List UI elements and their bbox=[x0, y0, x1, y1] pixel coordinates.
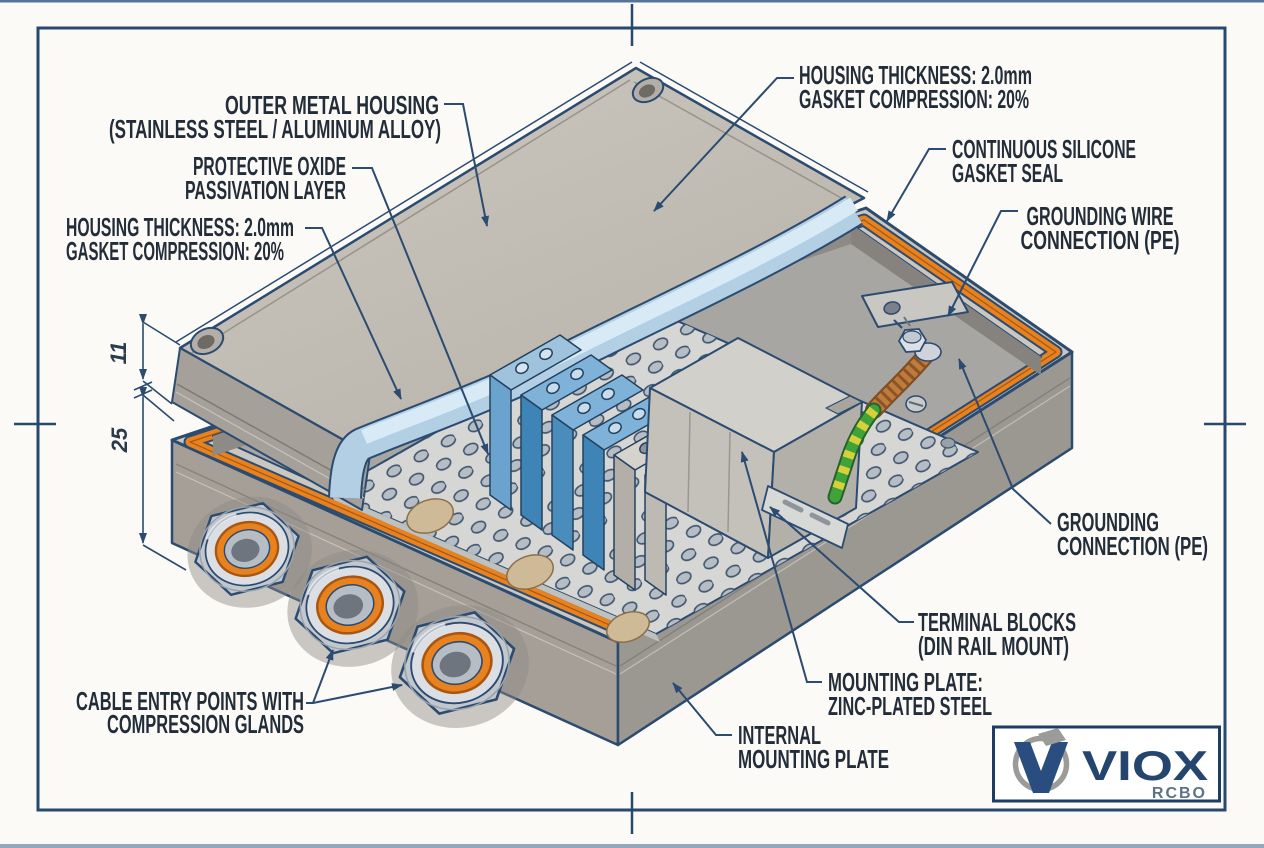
viox-logo-icon bbox=[1012, 728, 1070, 793]
terminal-block bbox=[489, 334, 582, 511]
callout-text: HOUSING THICKNESS: 2.0mm bbox=[799, 60, 1032, 90]
lid-skirt bbox=[171, 347, 371, 511]
gland-inner-end bbox=[406, 498, 454, 534]
callout-terminal-blocks: TERMINAL BLOCKS (DIN RAIL MOUNT) bbox=[769, 506, 1076, 661]
callout-thickness-left: HOUSING THICKNESS: 2.0mm GASKET COMPRESS… bbox=[66, 212, 402, 400]
brand-model: RCBO bbox=[1152, 785, 1207, 802]
callout-text: OUTER METAL HOUSING bbox=[225, 90, 439, 120]
sheet-edge-top bbox=[0, 0, 1264, 3]
callout-text: PROTECTIVE OXIDE bbox=[193, 151, 346, 181]
terminal-block bbox=[551, 374, 644, 551]
callout-text: (STAINLESS STEEL / ALUMINUM ALLOY) bbox=[109, 114, 441, 144]
callout-gasket-seal: CONTINUOUS SILICONE GASKET SEAL bbox=[886, 134, 1136, 222]
brand-name: VIOX bbox=[1082, 742, 1208, 789]
callout-text: COMPRESSION GLANDS bbox=[107, 709, 304, 739]
callout-text: CONNECTION (PE) bbox=[1021, 225, 1180, 255]
callout-text: ZINC-PLATED STEEL bbox=[828, 691, 992, 721]
lid-screw-hole bbox=[189, 326, 225, 356]
plate-hole bbox=[940, 437, 956, 449]
callout-text: CABLE ENTRY POINTS WITH bbox=[76, 686, 304, 716]
bolt-thread bbox=[893, 319, 903, 329]
callout-text: CONTINUOUS SILICONE bbox=[952, 134, 1136, 164]
dimension-value-11: 11 bbox=[106, 342, 131, 365]
callout-mounting-plate: MOUNTING PLATE: ZINC-PLATED STEEL bbox=[740, 451, 992, 721]
callout-text: MOUNTING PLATE: bbox=[828, 667, 983, 697]
callout-text: HOUSING THICKNESS: 2.0mm bbox=[66, 212, 294, 242]
dimension-annotations: 11 25 bbox=[106, 314, 187, 571]
enclosure-lid bbox=[171, 61, 869, 511]
callout-grounding-wire: GROUNDING WIRE CONNECTION (PE) bbox=[947, 201, 1180, 317]
grounding-assembly bbox=[827, 281, 969, 505]
callout-text: PASSIVATION LAYER bbox=[185, 175, 346, 205]
callout-thickness-top: HOUSING THICKNESS: 2.0mm GASKET COMPRESS… bbox=[653, 60, 1032, 212]
title-block: VIOX RCBO bbox=[992, 725, 1221, 803]
callout-internal-plate: INTERNAL MOUNTING PLATE bbox=[672, 682, 889, 774]
callout-outer-housing: OUTER METAL HOUSING (STAINLESS STEEL / A… bbox=[109, 90, 489, 227]
callout-text: GASKET COMPRESSION: 20% bbox=[66, 236, 284, 266]
callout-cable-entry: CABLE ENTRY POINTS WITH COMPRESSION GLAN… bbox=[76, 649, 403, 739]
callout-text: GROUNDING bbox=[1057, 507, 1159, 537]
callout-text: GASKET SEAL bbox=[952, 158, 1063, 188]
terminal-block bbox=[520, 354, 613, 531]
gland-inner-end bbox=[506, 554, 554, 590]
dimension-value-25: 25 bbox=[107, 427, 132, 453]
ground-tab bbox=[861, 281, 969, 328]
bolt-thread bbox=[903, 316, 911, 327]
din-rail bbox=[761, 485, 849, 549]
callout-oxide-layer: PROTECTIVE OXIDE PASSIVATION LAYER bbox=[185, 151, 489, 455]
plate-screw bbox=[905, 395, 927, 413]
pe-wire-yellow-stripe bbox=[829, 406, 879, 499]
ground-bolt-cap bbox=[902, 330, 922, 344]
callout-text: GASKET COMPRESSION: 20% bbox=[799, 84, 1029, 114]
callout-text: INTERNAL bbox=[738, 720, 821, 750]
enclosure-illustration bbox=[170, 61, 1074, 747]
callout-text: GROUNDING WIRE bbox=[1027, 201, 1174, 231]
callout-text: TERMINAL BLOCKS bbox=[918, 607, 1076, 637]
callout-grounding-connection: GROUNDING CONNECTION (PE) bbox=[958, 358, 1208, 561]
callout-text: MOUNTING PLATE bbox=[738, 744, 889, 774]
lid-screw-hole bbox=[631, 76, 665, 104]
callout-text: (DIN RAIL MOUNT) bbox=[918, 631, 1069, 661]
sheet-edge-bottom bbox=[0, 844, 1264, 848]
ground-braid-texture bbox=[868, 350, 932, 415]
callouts: OUTER METAL HOUSING (STAINLESS STEEL / A… bbox=[66, 60, 1208, 774]
ground-tab-hole bbox=[883, 301, 901, 315]
gland-inner-end bbox=[606, 611, 650, 643]
callout-text: CONNECTION (PE) bbox=[1057, 531, 1208, 561]
